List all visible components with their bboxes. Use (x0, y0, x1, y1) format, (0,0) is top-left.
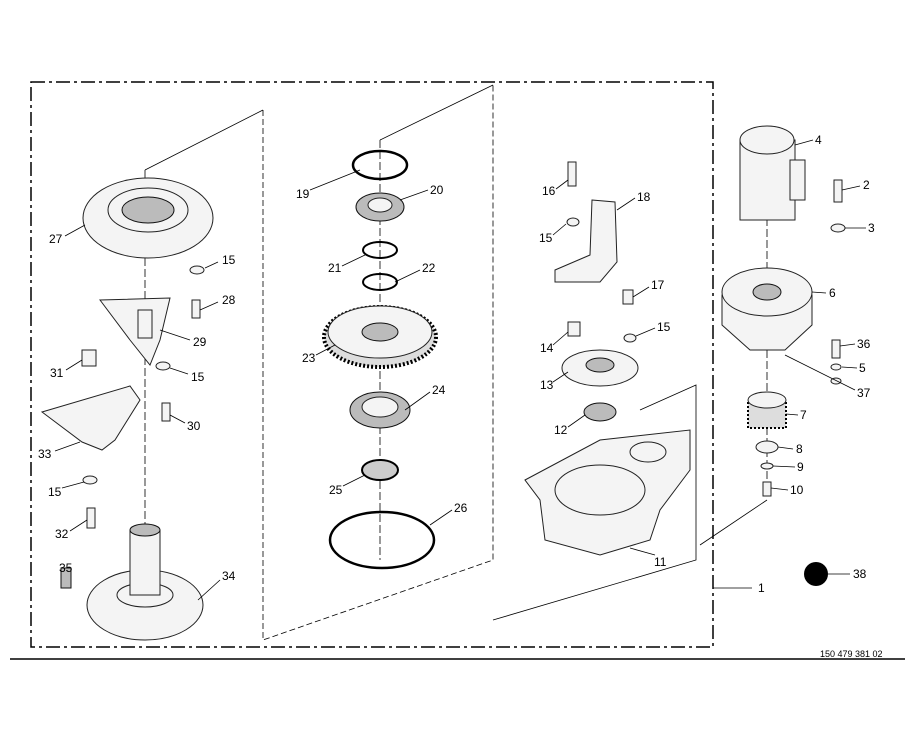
callout-15: 15 (657, 320, 671, 334)
callout-22: 22 (422, 261, 436, 275)
ring-22 (362, 273, 398, 291)
bearing-24 (349, 391, 411, 429)
seal-25 (361, 459, 399, 481)
callout-29: 29 (193, 335, 207, 349)
bolt-10 (762, 481, 772, 497)
bolt-30 (161, 402, 171, 422)
washer-15 (623, 333, 637, 343)
key-35 (60, 567, 72, 589)
callout-36: 36 (857, 337, 871, 351)
callout-3: 3 (868, 221, 875, 235)
pinion-7 (747, 391, 787, 429)
callout-10: 10 (790, 483, 804, 497)
washer-3 (830, 223, 846, 233)
callout-9: 9 (797, 460, 804, 474)
callout-27: 27 (49, 232, 63, 246)
washer-8 (755, 440, 779, 454)
callout-12: 12 (554, 423, 568, 437)
callout-26: 26 (454, 501, 468, 515)
callout-15: 15 (191, 370, 205, 384)
callout-23: 23 (302, 351, 316, 365)
callout-35: 35 (59, 561, 73, 575)
washer-15 (155, 361, 171, 371)
bracket-18 (554, 199, 618, 283)
callout-14: 14 (540, 341, 554, 355)
seal-12 (583, 402, 617, 422)
callout-2: 2 (863, 178, 870, 192)
frame-lines (144, 84, 768, 641)
washer-15 (82, 475, 98, 485)
callout-30: 30 (187, 419, 201, 433)
shaft-flange-34 (86, 523, 204, 641)
callout-15: 15 (48, 485, 62, 499)
bolt-36 (831, 339, 841, 359)
callout-4: 4 (815, 133, 822, 147)
washer-9 (760, 462, 774, 470)
callout-16: 16 (542, 184, 556, 198)
callout-18: 18 (637, 190, 651, 204)
grease-38 (804, 562, 828, 586)
callout-7: 7 (800, 408, 807, 422)
callout-21: 21 (328, 261, 342, 275)
leader-lines (54, 139, 866, 601)
bolt-17 (622, 289, 634, 305)
bushing-31 (81, 349, 97, 367)
bolt-2 (833, 179, 843, 203)
bolt-32 (86, 507, 96, 529)
o-ring-26 (328, 510, 436, 570)
callout-20: 20 (430, 183, 444, 197)
bearing-20 (355, 192, 405, 222)
gearbox-housing-11 (524, 429, 691, 556)
washer-15 (566, 217, 580, 227)
callout-8: 8 (796, 442, 803, 456)
callout-31: 31 (50, 366, 64, 380)
callout-labels: 27 15 28 29 31 15 30 33 15 32 35 34 19 2… (38, 133, 875, 595)
callout-33: 33 (38, 447, 52, 461)
callout-25: 25 (329, 483, 343, 497)
gearbox-6 (721, 267, 813, 351)
ring-19 (351, 149, 409, 181)
callout-5: 5 (859, 361, 866, 375)
callout-15: 15 (539, 231, 553, 245)
callout-17: 17 (651, 278, 665, 292)
gear-23 (322, 305, 438, 369)
callout-13: 13 (540, 378, 554, 392)
bracket-33 (40, 385, 141, 451)
callout-37: 37 (857, 386, 871, 400)
pin (137, 309, 153, 339)
assembly-boundary (30, 81, 714, 648)
callout-15: 15 (222, 253, 236, 267)
callout-6: 6 (829, 286, 836, 300)
callout-19: 19 (296, 187, 310, 201)
bolt-16 (567, 161, 577, 187)
washer-15 (189, 265, 205, 275)
bolt-28 (191, 299, 201, 319)
circlip-21 (362, 241, 398, 259)
callout-28: 28 (222, 293, 236, 307)
washer-5 (830, 363, 842, 371)
callout-24: 24 (432, 383, 446, 397)
flange-housing-27 (82, 177, 214, 259)
plate-29 (99, 297, 171, 366)
drawing-number: 150 479 381 02 (820, 649, 883, 659)
callout-11: 11 (654, 555, 667, 569)
plate-13 (561, 349, 639, 387)
callout-1: 1 (758, 581, 765, 595)
bushing-14 (567, 321, 581, 337)
callout-34: 34 (222, 569, 236, 583)
hydraulic-motor-4 (739, 125, 806, 221)
callout-38: 38 (853, 567, 867, 581)
callout-32: 32 (55, 527, 69, 541)
